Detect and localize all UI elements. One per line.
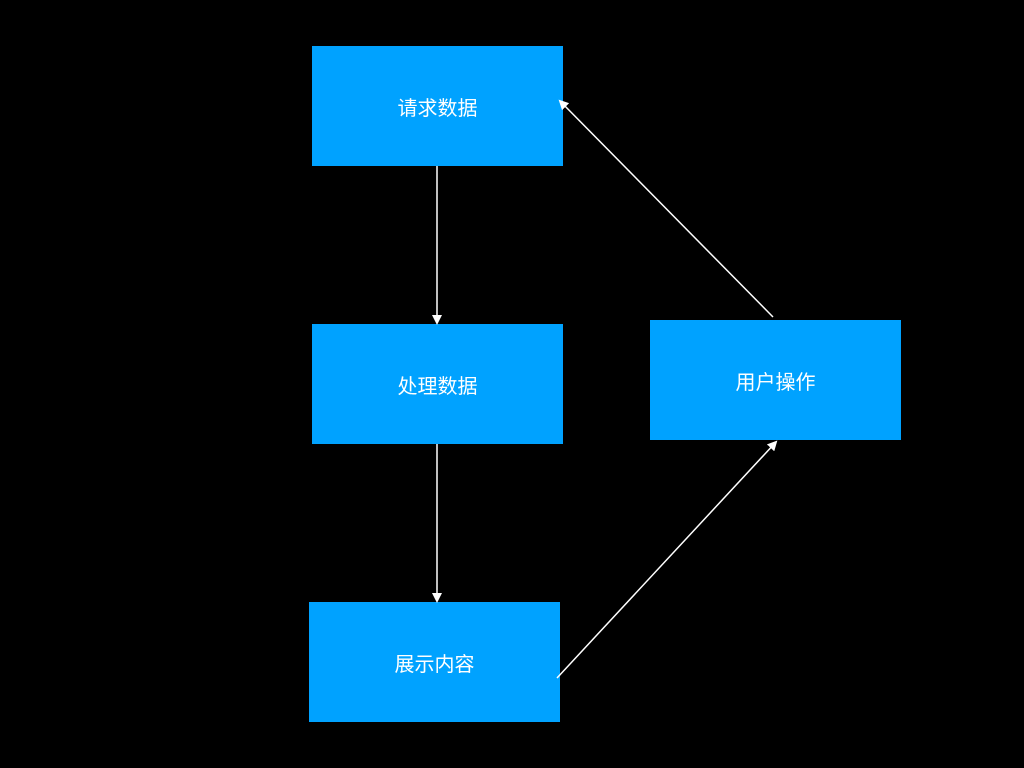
node-label: 用户操作	[735, 369, 816, 394]
node-process-data: 处理数据	[312, 324, 563, 444]
edge-user-to-request	[558, 99, 774, 318]
node-label: 展示内容	[394, 651, 475, 676]
node-user-action: 用户操作	[650, 320, 901, 440]
node-request-data: 请求数据	[312, 46, 563, 166]
node-label: 请求数据	[397, 95, 478, 120]
edge-display-to-user	[556, 440, 778, 679]
node-label: 处理数据	[397, 373, 478, 398]
node-display-content: 展示内容	[309, 602, 560, 722]
